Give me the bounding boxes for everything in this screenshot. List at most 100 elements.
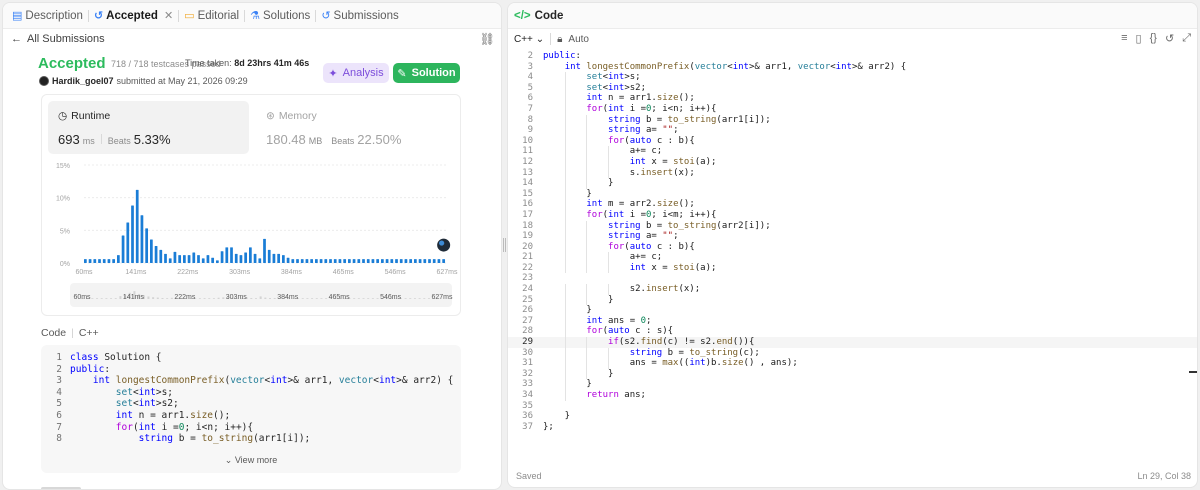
indent-guide: [608, 167, 610, 179]
code-line[interactable]: 36 }: [508, 411, 1197, 422]
code-line[interactable]: 35: [508, 401, 1197, 412]
code-line[interactable]: 32 }: [508, 368, 1197, 380]
code-line[interactable]: 30 string b = to_string(c);: [508, 347, 1197, 359]
close-icon[interactable]: ✕: [163, 10, 174, 22]
code-line[interactable]: 28 for(auto c : s){: [508, 326, 1197, 338]
navigator-bar: [240, 297, 243, 299]
bookmark-icon[interactable]: ▯: [1135, 33, 1142, 45]
code-line[interactable]: 4 set<int>s;: [508, 72, 1197, 83]
all-submissions-link[interactable]: All Submissions: [27, 33, 105, 45]
code-line[interactable]: 17 for(int i =0; i<m; i++){: [508, 209, 1197, 221]
analysis-button[interactable]: ✦ Analysis: [323, 63, 389, 83]
code-line[interactable]: 6 int n = arr1.size();: [508, 93, 1197, 104]
time-taken: Time taken: 8d 23hrs 41m 46s: [185, 58, 309, 68]
code-text: for(int i =0; i<n; i++){: [586, 103, 717, 114]
code-line[interactable]: 20 for(auto c : b){: [508, 241, 1197, 253]
link-icon[interactable]: ⛓: [479, 32, 495, 46]
line-number: 26: [522, 305, 533, 316]
code-text: }: [543, 294, 614, 305]
indent-guide: [564, 199, 566, 210]
histogram-bar: [404, 259, 408, 263]
histogram-bar: [98, 259, 101, 263]
navigator-bar: [105, 298, 108, 299]
username[interactable]: Hardik_goel07: [52, 76, 114, 86]
code-line[interactable]: 14 }: [508, 178, 1197, 189]
view-more-button[interactable]: ⌄ View more: [41, 455, 461, 466]
histogram-bar: [121, 235, 125, 263]
indent-guide: [564, 146, 566, 157]
line-number: 20: [522, 241, 533, 252]
indent-guide: [586, 146, 588, 157]
braces-icon[interactable]: {}: [1149, 32, 1157, 44]
navigator-bar: [367, 298, 370, 299]
expand-icon[interactable]: ⤢: [1182, 32, 1191, 44]
code-line[interactable]: 16 int m = arr2.size();: [508, 199, 1197, 210]
code-line[interactable]: 15 }: [508, 188, 1197, 200]
code-line[interactable]: 12 int x = stoi(a);: [508, 156, 1197, 168]
code-tab-label[interactable]: Code: [534, 9, 564, 22]
code-line[interactable]: 11 a+= c;: [508, 146, 1197, 157]
indent-guide: [564, 93, 566, 104]
code-line[interactable]: 25 }: [508, 294, 1197, 306]
code-line[interactable]: 34 return ans;: [508, 390, 1197, 401]
tab-submissions[interactable]: ↺ Submissions: [316, 3, 403, 29]
code-line[interactable]: 13 s.insert(x);: [508, 167, 1197, 179]
navigator-bar: [418, 298, 421, 299]
code-line: 5 set<int>s2;: [41, 398, 461, 410]
code-line[interactable]: 3 int longestCommonPrefix(vector<int>& a…: [508, 62, 1197, 73]
code-line[interactable]: 31 ans = max((int)b.size() , ans);: [508, 358, 1197, 369]
y-tick-label: 10%: [56, 196, 70, 203]
code-line[interactable]: 18 string b = to_string(arr2[i]);: [508, 220, 1197, 232]
code-line[interactable]: 23: [508, 273, 1197, 284]
code-line[interactable]: 26 }: [508, 305, 1197, 316]
panel-splitter[interactable]: [502, 0, 507, 490]
code-text: s2.insert(x);: [543, 284, 701, 295]
histogram-bar: [286, 257, 290, 263]
code-line[interactable]: 27 int ans = 0;: [508, 315, 1197, 327]
mode-label[interactable]: Auto: [568, 33, 589, 45]
histogram-bar: [187, 255, 191, 263]
runtime-stat[interactable]: ◷Runtime 693 ms Beats 5.33%: [48, 101, 249, 154]
code-line[interactable]: 33 }: [508, 379, 1197, 390]
histogram-bar: [211, 257, 215, 263]
drag-handle[interactable]: [503, 238, 506, 252]
left-panel: ▤ Description ↺ Accepted ✕ ▭ Editorial ⚗…: [2, 2, 502, 490]
code-line[interactable]: 7 for(int i =0; i<n; i++){: [508, 103, 1197, 115]
current-code-line[interactable]: 29 if(s2.find(c) != s2.end()){: [508, 337, 1197, 348]
code-text: a+= c;: [543, 146, 663, 157]
histogram-bar: [183, 255, 186, 263]
tab-description[interactable]: ▤ Description: [7, 3, 88, 29]
tab-accepted[interactable]: ↺ Accepted ✕: [89, 3, 178, 29]
avatar[interactable]: [39, 76, 49, 86]
status-accepted: Accepted: [38, 55, 106, 72]
solution-button[interactable]: ✎ Solution: [393, 63, 460, 83]
format-icon[interactable]: ≡: [1121, 32, 1128, 44]
code-line[interactable]: 22 int x = stoi(a);: [508, 262, 1197, 274]
code-line[interactable]: 19 string a= "";: [508, 231, 1197, 242]
language-select[interactable]: C++ ⌄: [514, 34, 544, 45]
memory-stat[interactable]: ⊛Memory 180.48 MB Beats 22.50%: [256, 101, 446, 154]
histogram-bar: [319, 259, 323, 263]
code-line[interactable]: 21 a+= c;: [508, 252, 1197, 263]
memory-unit: MB: [308, 136, 323, 146]
arrow-left-icon[interactable]: ←: [11, 33, 22, 45]
indent-guide: [564, 379, 566, 390]
line-number: 31: [522, 358, 533, 369]
code-line[interactable]: 8 string b = to_string(arr1[i]);: [508, 114, 1197, 126]
navigator-bar: [156, 297, 159, 299]
code-line[interactable]: 24 s2.insert(x);: [508, 284, 1197, 295]
code-line[interactable]: 37};: [508, 422, 1197, 433]
code-line[interactable]: 9 string a= "";: [508, 125, 1197, 136]
code-line[interactable]: 5 set<int>s2;: [508, 82, 1197, 94]
histogram-bar: [385, 259, 389, 263]
tab-solutions[interactable]: ⚗ Solutions: [245, 3, 315, 29]
histogram-bar: [258, 258, 262, 263]
code-line[interactable]: 10 for(auto c : b){: [508, 135, 1197, 147]
reset-icon[interactable]: ↺: [1164, 33, 1175, 45]
tab-editorial[interactable]: ▭ Editorial: [179, 3, 244, 29]
histogram-bar: [390, 259, 394, 263]
